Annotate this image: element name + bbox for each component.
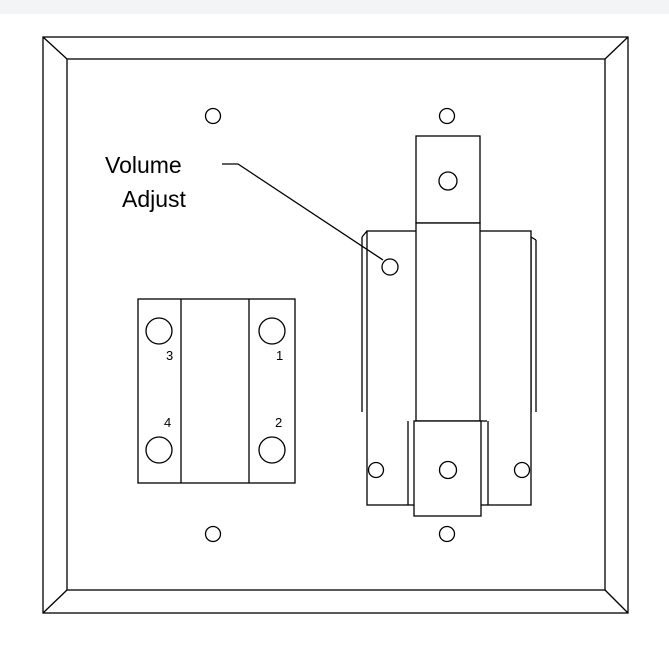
core-screw-right xyxy=(513,461,531,479)
bottom-mounting-strap xyxy=(413,420,482,517)
volume-adjust-hole xyxy=(381,258,399,276)
wall-plate xyxy=(42,36,629,614)
center-strap xyxy=(415,222,481,422)
core-screw-left xyxy=(367,461,385,479)
transformer-assembly xyxy=(361,135,537,517)
terminal-label-1: 1 xyxy=(276,348,283,363)
top-strap-screw xyxy=(438,171,458,191)
plate-inner-edge xyxy=(66,58,606,591)
bevel-corner-bl xyxy=(42,589,68,614)
callout-leader-line xyxy=(222,163,384,261)
core-right-shadow-top xyxy=(530,236,537,241)
terminal-screw-2 xyxy=(258,436,286,464)
callout-label-line2: Adjust xyxy=(122,186,187,212)
bevel-corner-tr xyxy=(604,36,629,60)
plate-outer-edge xyxy=(42,36,629,614)
terminal-label-4: 4 xyxy=(164,415,171,430)
plate-screw-hole-bottom-left xyxy=(204,525,222,543)
plate-screw-hole-top-right xyxy=(438,107,456,125)
plate-screw-hole-top-left xyxy=(204,107,222,125)
terminal-screw-4 xyxy=(145,436,173,464)
terminal-screw-3 xyxy=(145,317,173,345)
bevel-corner-br xyxy=(604,589,629,614)
top-strip xyxy=(0,0,669,14)
bevel-corner-tl xyxy=(42,36,68,60)
terminal-block-body xyxy=(137,298,296,484)
plate-screw-hole-bottom-right xyxy=(438,525,456,543)
bottom-strap-screw xyxy=(438,460,458,480)
terminal-label-2: 2 xyxy=(275,415,282,430)
volume-adjust-callout: Volume Adjust xyxy=(105,152,384,261)
terminal-block: 3 1 4 2 xyxy=(137,298,296,484)
top-mounting-strap xyxy=(415,135,481,224)
core-left-shadow-top xyxy=(361,230,368,238)
terminal-label-3: 3 xyxy=(166,348,173,363)
callout-label-line1: Volume xyxy=(105,152,182,178)
terminal-screw-1 xyxy=(258,317,286,345)
